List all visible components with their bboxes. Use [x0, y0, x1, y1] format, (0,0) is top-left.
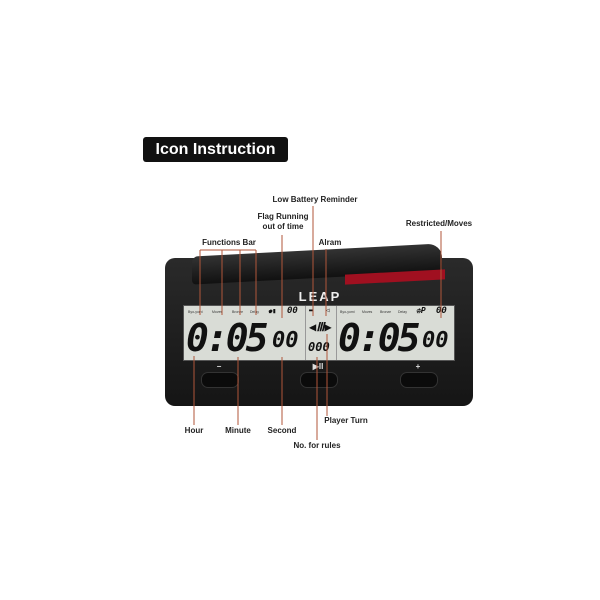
label-flag: Flag Running	[257, 212, 309, 221]
function-byoyomi: Byo-yomi	[340, 310, 355, 314]
flag-icon: ♔P	[416, 306, 426, 315]
label-low-battery: Low Battery Reminder	[272, 195, 358, 204]
left-player-pane: Byo-yomi Moves Bronze Delay ♚▮ 00 0:05 0…	[184, 306, 304, 360]
label-alarm: Alram	[318, 238, 342, 247]
brand-logo: LEAP	[298, 289, 342, 304]
function-byoyomi: Byo-yomi	[188, 310, 203, 314]
player-turn-icon: ◀Ⅲ▶	[309, 320, 332, 334]
function-delay: Delay	[398, 310, 407, 314]
right-player-pane: Byo-yomi Moves Bronze Delay ♔P 00 0:05 0…	[336, 306, 454, 360]
right-seconds: 00	[422, 328, 449, 353]
rules-number: 000	[308, 340, 330, 354]
label-minute: Minute	[225, 426, 251, 435]
flag-icon: ♚▮	[268, 307, 277, 315]
moves-counter: 00	[287, 306, 298, 316]
icon-instruction-title: Icon Instruction	[143, 137, 288, 162]
label-hour: Hour	[184, 426, 204, 435]
plus-label: +	[415, 362, 421, 371]
function-bronze: Bronze	[380, 310, 392, 314]
label-functions-bar: Functions Bar	[202, 238, 256, 247]
play-pause-button[interactable]	[300, 372, 338, 388]
label-flag-2: out of time	[262, 222, 304, 231]
function-moves: Moves	[212, 310, 223, 314]
plus-button[interactable]	[400, 372, 438, 388]
left-time: 0:05	[186, 316, 268, 360]
function-bronze: Bronze	[232, 310, 244, 314]
lcd-display: Byo-yomi Moves Bronze Delay ♚▮ 00 0:05 0…	[183, 305, 455, 361]
right-time: 0:05	[338, 316, 420, 360]
functions-leader	[199, 249, 257, 315]
center-pane: ▬ ◁ ◀Ⅲ▶ 000	[305, 306, 337, 360]
function-delay: Delay	[250, 310, 259, 314]
label-restricted-moves: Restricted/Moves	[405, 219, 473, 228]
battery-icon: ▬	[309, 307, 313, 314]
play-pause-label: ▶II	[312, 362, 324, 371]
alarm-icon: ◁	[326, 307, 330, 314]
left-seconds: 00	[272, 328, 299, 353]
label-second: Second	[267, 426, 297, 435]
function-moves: Moves	[362, 310, 373, 314]
label-rules: No. for rules	[293, 441, 341, 450]
label-player-turn: Player Turn	[324, 416, 368, 425]
minus-label: −	[216, 362, 222, 371]
